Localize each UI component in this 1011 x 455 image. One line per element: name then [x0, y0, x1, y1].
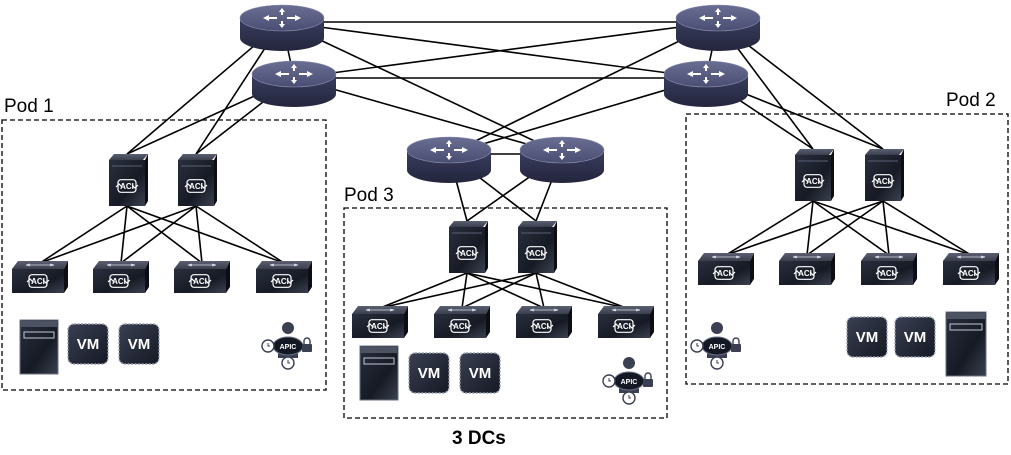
apic-label: APIC — [280, 344, 297, 351]
aci-label: ACI — [112, 277, 126, 286]
vm-label: VM — [418, 365, 441, 382]
pod-2-server — [945, 311, 987, 377]
pod-1-spine-switch-2: ACI — [178, 154, 217, 206]
pod-1-apic: APIC — [261, 322, 312, 370]
devices-layer: ACI ACI ACI ACI ACI ACI ACI ACI ACI ACI ACI ACI ACI A… — [12, 4, 999, 405]
spine-router-4 — [663, 60, 749, 107]
aci-label: ACI — [876, 177, 890, 186]
pod-2-boundary — [685, 113, 1009, 385]
aci-label: ACI — [453, 322, 467, 331]
pod-1-vm-1: VM — [67, 323, 109, 365]
apic-label: APIC — [709, 344, 726, 351]
pod-1-leaf-switch-2: ACI — [93, 261, 149, 293]
vm-label: VM — [128, 336, 151, 353]
spine-router-2 — [675, 4, 761, 51]
pod-2-apic: APIC — [690, 322, 741, 370]
aci-label: ACI — [275, 277, 289, 286]
aci-label: ACI — [529, 249, 543, 258]
pod-3-spine-switch-1: ACI — [449, 221, 488, 273]
spine-router-6 — [519, 136, 605, 183]
pod-2-vm-2: VM — [894, 316, 936, 358]
pod-2-leaf-switch-1: ACI — [698, 253, 754, 285]
pod-3-vm-1: VM — [408, 352, 450, 394]
pod-3-spine-switch-2: ACI — [518, 221, 557, 273]
aci-label: ACI — [371, 322, 385, 331]
aci-label: ACI — [460, 249, 474, 258]
pod-2-leaf-switch-2: ACI — [779, 253, 835, 285]
spine-router-5 — [406, 136, 492, 183]
pod-2-spine-switch-2: ACI — [865, 149, 904, 201]
pod-1-vm-2: VM — [118, 323, 160, 365]
pod-3-boundary — [343, 207, 668, 419]
pod-1-server — [19, 319, 59, 375]
pod-3-leaf-switch-2: ACI — [434, 306, 490, 338]
vm-label: VM — [469, 365, 492, 382]
pod-2-label: Pod 2 — [946, 90, 996, 111]
aci-label: ACI — [962, 269, 976, 278]
pod-3-apic: APIC — [602, 357, 653, 405]
pod-3-server — [359, 345, 399, 401]
aci-label: ACI — [880, 269, 894, 278]
pod-1-leaf-switch-1: ACI — [12, 261, 68, 293]
pod-2-vm-1: VM — [846, 316, 888, 358]
pod-1-boundary — [1, 119, 327, 391]
pod-3-leaf-switch-4: ACI — [598, 306, 654, 338]
aci-label: ACI — [717, 269, 731, 278]
pod-1-leaf-switch-4: ACI — [256, 261, 312, 293]
spine-router-3 — [251, 60, 337, 107]
vm-label: VM — [904, 329, 927, 346]
aci-label: ACI — [31, 277, 45, 286]
vm-label: VM — [856, 329, 879, 346]
pod-2-leaf-switch-4: ACI — [943, 253, 999, 285]
pod-3-leaf-switch-1: ACI — [352, 306, 408, 338]
pod-3-vm-2: VM — [459, 352, 501, 394]
aci-label: ACI — [617, 322, 631, 331]
aci-label: ACI — [120, 182, 134, 191]
pod-3-label: Pod 3 — [344, 185, 394, 206]
aci-label: ACI — [798, 269, 812, 278]
vm-label: VM — [77, 336, 100, 353]
pod-1-spine-switch-1: ACI — [109, 154, 148, 206]
aci-label: ACI — [535, 322, 549, 331]
aci-label: ACI — [193, 277, 207, 286]
pod-1-label: Pod 1 — [4, 96, 54, 117]
diagram-caption: 3 DCs — [452, 428, 506, 449]
aci-label: ACI — [189, 182, 203, 191]
pod-2-leaf-switch-3: ACI — [861, 253, 917, 285]
pod-3-leaf-switch-3: ACI — [516, 306, 572, 338]
apic-label: APIC — [621, 379, 638, 386]
pod-2-spine-switch-1: ACI — [795, 149, 834, 201]
aci-label: ACI — [806, 177, 820, 186]
spine-router-1 — [239, 4, 325, 51]
pods-layer — [1, 113, 1009, 419]
pod-1-leaf-switch-3: ACI — [174, 261, 230, 293]
